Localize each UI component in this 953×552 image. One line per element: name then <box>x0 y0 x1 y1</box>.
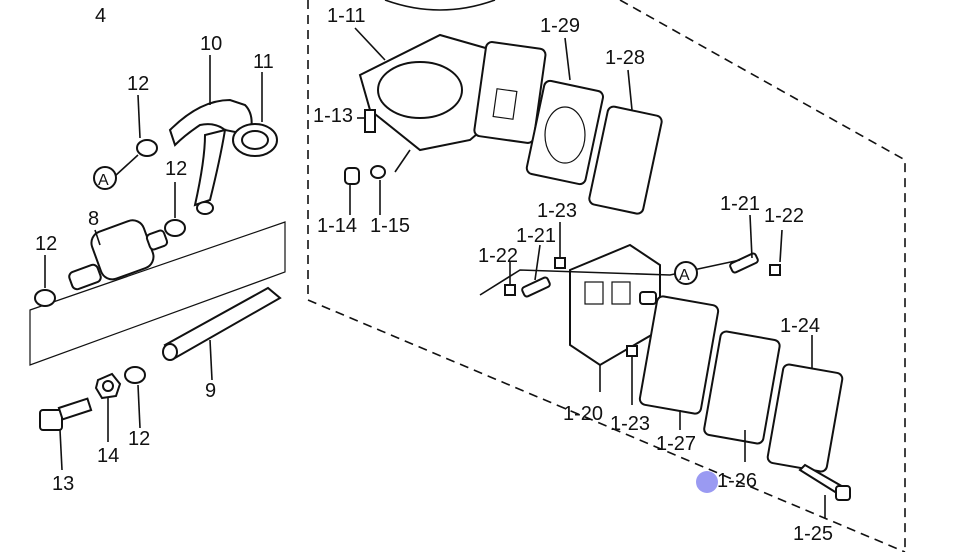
ring-part <box>384 0 496 11</box>
callout-1-23-b: 1-23 <box>610 413 650 435</box>
callout-9: 9 <box>205 380 216 402</box>
gasket-parts <box>525 79 663 215</box>
callout-1-25: 1-25 <box>793 523 833 545</box>
callout-12-c: 12 <box>35 233 57 255</box>
callout-1-13: 1-13 <box>313 105 353 127</box>
callout-13: 13 <box>52 473 74 495</box>
callout-1-20: 1-20 <box>563 403 603 425</box>
pipe-part <box>162 286 282 361</box>
callout-1-22-a: 1-22 <box>478 245 518 267</box>
callout-11: 11 <box>253 51 274 73</box>
callout-1-21-a: 1-21 <box>516 225 556 247</box>
callout-4: 4 <box>95 5 106 27</box>
bolt-part <box>39 397 93 431</box>
callout-1-15: 1-15 <box>370 215 410 237</box>
callout-1-27: 1-27 <box>656 433 696 455</box>
callout-labels: 4 10 11 12 12 12 8 9 12 14 13 1-11 1-13 … <box>35 5 833 545</box>
marker-a-label-2: A <box>679 267 690 284</box>
callout-14: 14 <box>97 445 119 467</box>
hose-elbow-part <box>168 98 278 215</box>
carburetor-body-part <box>358 33 547 152</box>
callout-1-22-b: 1-22 <box>764 205 804 227</box>
callout-1-29: 1-29 <box>540 15 580 37</box>
leader-lines <box>44 27 826 518</box>
callout-1-11: 1-11 <box>327 5 366 27</box>
callout-1-24: 1-24 <box>780 315 820 337</box>
callout-1-21-b: 1-21 <box>720 193 760 215</box>
pump-screws <box>504 252 851 501</box>
cursor-indicator <box>696 471 718 493</box>
callout-1-28: 1-28 <box>605 47 645 69</box>
callout-12-a: 12 <box>127 73 149 95</box>
diaphragm-parts <box>638 295 844 473</box>
callout-1-26: 1-26 <box>717 470 757 492</box>
marker-a-label-1: A <box>98 172 109 189</box>
left-group-box <box>29 221 286 366</box>
callout-8: 8 <box>88 208 99 230</box>
marker-a: A A <box>93 166 698 285</box>
fuel-filter-part <box>68 219 169 291</box>
clip-parts <box>34 139 186 384</box>
callout-12-d: 12 <box>128 428 150 450</box>
callout-1-14: 1-14 <box>317 215 357 237</box>
small-screws <box>344 109 386 185</box>
callout-12-b: 12 <box>165 158 187 180</box>
callout-1-23-a: 1-23 <box>537 200 577 222</box>
callout-10: 10 <box>200 33 222 55</box>
assembly-boundary <box>307 0 906 552</box>
nut-part <box>94 372 122 400</box>
